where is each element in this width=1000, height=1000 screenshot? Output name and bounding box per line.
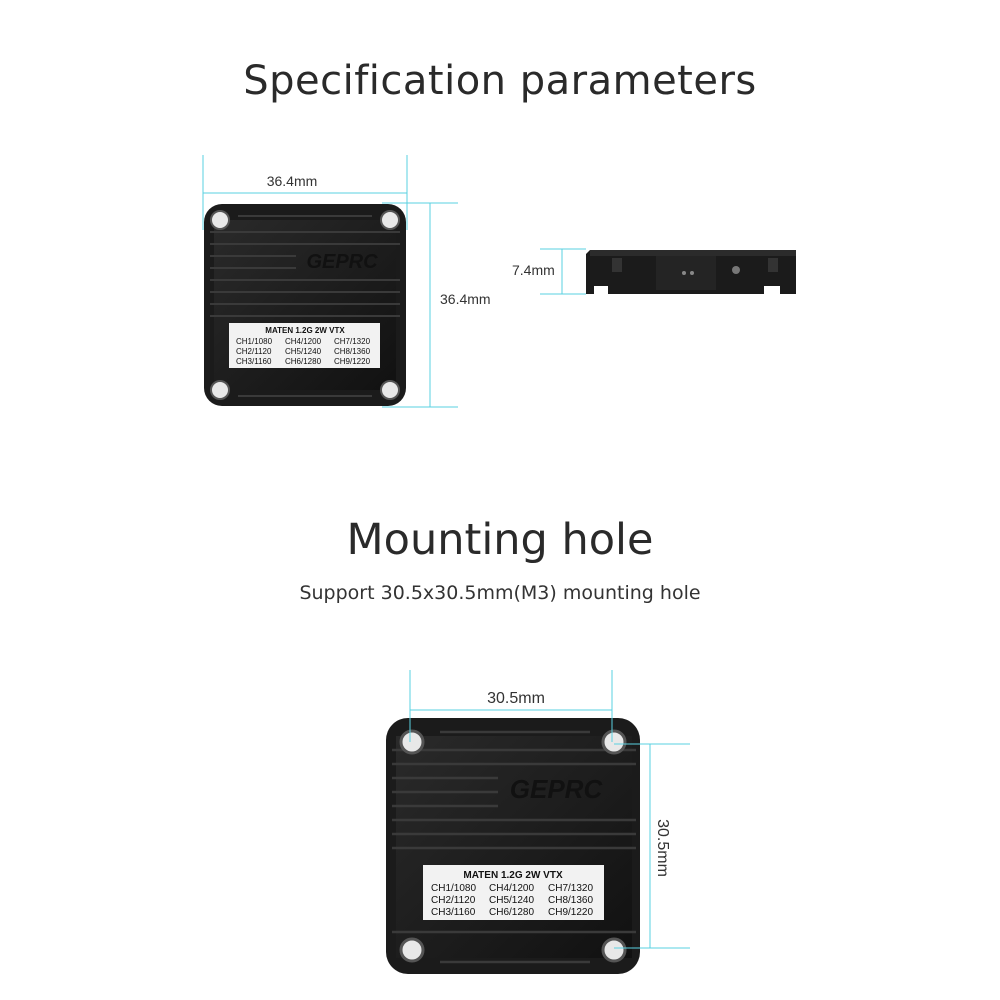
channel-label: CH4/1200 (285, 337, 322, 346)
channel-label: CH3/1160 (431, 907, 476, 918)
channel-label: CH8/1360 (548, 895, 593, 906)
dimension-lines-top (202, 155, 458, 408)
width-dimension-label: 36.4mm (267, 173, 318, 189)
channel-label: CH4/1200 (489, 883, 534, 894)
channel-label: CH7/1320 (334, 337, 371, 346)
channel-label: CH7/1320 (548, 883, 593, 894)
dimension-lines-mounting (409, 670, 690, 949)
channel-label: CH9/1220 (334, 357, 371, 366)
hole-spacing-x-label: 30.5mm (487, 690, 545, 707)
channel-label: CH1/1080 (431, 883, 476, 894)
mount-hole-icon (399, 729, 425, 755)
label-plate (229, 323, 380, 368)
label-plate (423, 865, 604, 920)
channel-label: CH2/1120 (236, 347, 272, 356)
channel-label: CH6/1280 (489, 907, 534, 918)
mount-hole-icon (380, 210, 400, 230)
vtx-top-view: GEPRC MATEN 1.2G 2W VTX CH1/1080 CH4/120… (204, 204, 406, 406)
thickness-dimension-label: 7.4mm (512, 262, 555, 278)
vtx-side-view (586, 250, 796, 294)
mounting-subtitle: Support 30.5x30.5mm(M3) mounting hole (299, 582, 701, 604)
hole-spacing-y-label: 30.5mm (654, 819, 671, 877)
channel-label: CH8/1360 (334, 347, 371, 356)
channel-label: CH5/1240 (285, 347, 322, 356)
channel-label: CH2/1120 (431, 895, 476, 906)
mount-hole-icon (210, 380, 230, 400)
height-dimension-label: 36.4mm (440, 291, 491, 307)
brand-logo: GEPRC (510, 774, 604, 804)
brand-logo: GEPRC (306, 251, 378, 273)
model-label: MATEN 1.2G 2W VTX (463, 870, 563, 881)
vtx-mounting-view: GEPRC MATEN 1.2G 2W VTX CH1/1080 CH4/120… (386, 718, 640, 974)
spec-title: Specification parameters (243, 58, 757, 104)
mount-hole-icon (380, 380, 400, 400)
channel-label: CH5/1240 (489, 895, 534, 906)
channel-label: CH9/1220 (548, 907, 593, 918)
channel-label: CH6/1280 (285, 357, 322, 366)
mount-hole-icon (601, 937, 627, 963)
model-label: MATEN 1.2G 2W VTX (265, 326, 345, 335)
mounting-title: Mounting hole (346, 515, 654, 565)
channel-label: CH3/1160 (236, 357, 272, 366)
mount-hole-icon (601, 729, 627, 755)
mount-hole-icon (210, 210, 230, 230)
dimension-lines-side (540, 248, 586, 295)
mount-hole-icon (399, 937, 425, 963)
channel-label: CH1/1080 (236, 337, 273, 346)
